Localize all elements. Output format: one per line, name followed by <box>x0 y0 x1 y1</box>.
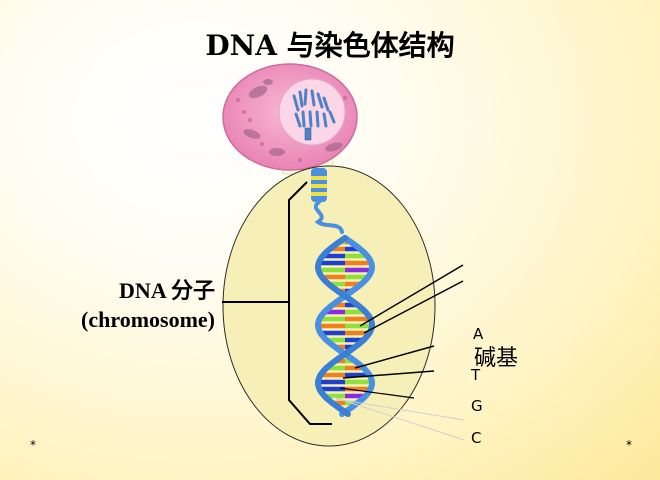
chromosome-cluster <box>292 88 336 128</box>
base-c-label: C <box>471 429 481 447</box>
chromosome-label: (chromosome) <box>81 307 215 332</box>
page-title: DNA 与染色体结构 <box>205 29 455 62</box>
chromosome-coil <box>311 168 344 234</box>
corner-mark-right: * <box>626 438 632 452</box>
base-t-label: T <box>470 366 481 384</box>
dna-helix <box>315 235 375 417</box>
cell-illustration <box>222 63 358 171</box>
base-label: 碱基 <box>474 346 518 371</box>
dna-strand-1 <box>315 235 375 417</box>
dna-molecule-label: DNA 分子 <box>119 278 215 303</box>
dna-molecule-label-line1: DNA 分子 <box>119 278 215 303</box>
base-pointer-lines <box>332 264 465 441</box>
dna-strand-2 <box>315 235 375 417</box>
dna-molecule-bracket <box>288 181 332 425</box>
nucleus <box>278 78 346 146</box>
base-a-label: A <box>473 325 484 343</box>
corner-mark-left: * <box>30 438 36 452</box>
dna-molecule-label-line2: (chromosome) <box>81 307 215 332</box>
base-g-label: G <box>471 397 483 415</box>
